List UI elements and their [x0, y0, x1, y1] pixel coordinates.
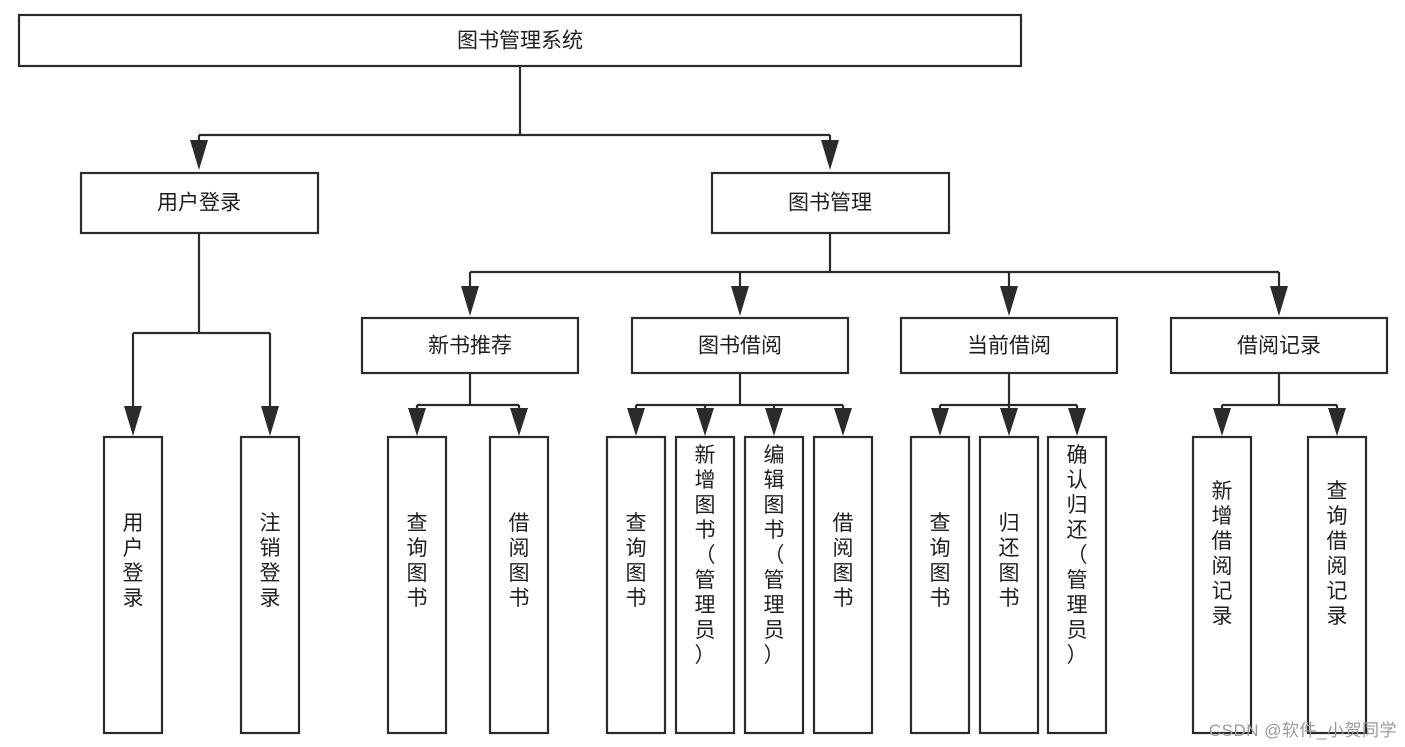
node-new-book-recommend[interactable]: 新书推荐 [360, 316, 580, 375]
node-leaf-borrow-book-2-label: 借阅图书 [833, 512, 854, 610]
node-leaf-edit-book-label: 编辑图书（管理员） [764, 444, 785, 667]
node-leaf-borrow-book-2-box[interactable] [812, 435, 874, 735]
arrow-head-icon [1068, 408, 1086, 436]
node-leaf-query-book-2[interactable]: 查询图书 [605, 435, 667, 735]
csdn-watermark: CSDN @软件_小贺同学 [1208, 721, 1397, 740]
node-leaf-edit-book-box[interactable] [743, 435, 805, 735]
node-leaf-confirm-return[interactable]: 确认归还（管理员） [1046, 435, 1108, 735]
node-book-management-box[interactable] [710, 171, 951, 235]
node-leaf-query-record-box[interactable] [1306, 435, 1368, 735]
arrow-head-icon [261, 406, 279, 436]
node-book-management[interactable]: 图书管理 [710, 171, 951, 235]
node-leaf-confirm-return-label: 确认归还（管理员） [1067, 444, 1088, 667]
connector-current-to-leaves [931, 373, 1086, 436]
node-book-borrow-box[interactable] [630, 316, 850, 375]
arrow-head-icon [1328, 408, 1346, 436]
node-leaf-add-record[interactable]: 新增借阅记录 [1191, 435, 1253, 735]
node-leaf-query-book-1[interactable]: 查询图书 [386, 435, 448, 735]
node-book-borrow[interactable]: 图书借阅 [630, 316, 850, 375]
node-leaf-add-book-label: 新增图书（管理员） [695, 444, 716, 667]
arrow-head-icon [1000, 286, 1018, 316]
arrow-head-icon [931, 408, 949, 436]
node-leaf-return-book-box[interactable] [978, 435, 1040, 735]
connector-newbook-to-leaves [408, 373, 528, 436]
node-new-book-recommend-label: 新书推荐 [428, 335, 512, 358]
arrow-head-icon [190, 140, 208, 170]
arrow-head-icon [696, 408, 714, 436]
node-leaf-query-record[interactable]: 查询借阅记录 [1306, 435, 1368, 735]
node-borrow-records-box[interactable] [1169, 316, 1389, 375]
node-leaf-logout-label: 注销登录 [260, 512, 281, 610]
connector-root-to-level2 [190, 66, 839, 170]
node-leaf-query-book-3-label: 查询图书 [930, 512, 951, 610]
node-book-management-label: 图书管理 [788, 192, 872, 215]
node-borrow-records-label: 借阅记录 [1237, 335, 1321, 358]
arrow-head-icon [408, 408, 426, 436]
node-leaf-user-login-label: 用户登录 [123, 512, 144, 610]
arrow-head-icon [834, 408, 852, 436]
node-user-login-label: 用户登录 [157, 192, 241, 215]
arrow-head-icon [510, 408, 528, 436]
arrow-head-icon [765, 408, 783, 436]
node-leaf-query-book-2-label: 查询图书 [626, 512, 647, 610]
node-user-login[interactable]: 用户登录 [79, 171, 320, 235]
node-leaf-edit-book[interactable]: 编辑图书（管理员） [743, 435, 805, 735]
node-leaf-borrow-book-2[interactable]: 借阅图书 [812, 435, 874, 735]
node-leaf-query-record-label: 查询借阅记录 [1327, 480, 1348, 628]
connector-booklogin-to-leaves [124, 233, 279, 436]
connector-bookmgmt-to-level3 [461, 233, 1288, 316]
arrow-head-icon [731, 286, 749, 316]
node-current-borrow-label: 当前借阅 [967, 335, 1051, 358]
node-current-borrow-box[interactable] [899, 316, 1119, 375]
arrow-head-icon [461, 286, 479, 316]
arrow-head-icon [1270, 286, 1288, 316]
node-leaf-add-book[interactable]: 新增图书（管理员） [674, 435, 736, 735]
arrow-head-icon [1213, 408, 1231, 436]
node-leaf-return-book[interactable]: 归还图书 [978, 435, 1040, 735]
node-leaf-logout-box[interactable] [239, 435, 301, 735]
node-leaf-query-book-2-box[interactable] [605, 435, 667, 735]
node-root[interactable]: 图书管理系统 [17, 13, 1023, 68]
node-new-book-recommend-box[interactable] [360, 316, 580, 375]
node-root-box[interactable] [17, 13, 1023, 68]
node-borrow-records[interactable]: 借阅记录 [1169, 316, 1389, 375]
node-leaf-confirm-return-box[interactable] [1046, 435, 1108, 735]
node-leaf-borrow-book-1-label: 借阅图书 [509, 512, 530, 610]
node-leaf-add-book-box[interactable] [674, 435, 736, 735]
node-leaf-add-record-box[interactable] [1191, 435, 1253, 735]
node-current-borrow[interactable]: 当前借阅 [899, 316, 1119, 375]
node-leaf-query-book-1-label: 查询图书 [407, 512, 428, 610]
node-leaf-add-record-label: 新增借阅记录 [1212, 480, 1233, 628]
arrow-head-icon [627, 408, 645, 436]
node-leaf-user-login[interactable]: 用户登录 [102, 435, 164, 735]
node-leaf-borrow-book-1[interactable]: 借阅图书 [488, 435, 550, 735]
node-root-label: 图书管理系统 [457, 30, 583, 53]
connector-records-to-leaves [1213, 373, 1346, 436]
node-leaf-borrow-book-1-box[interactable] [488, 435, 550, 735]
arrow-head-icon [1000, 408, 1018, 436]
node-leaf-query-book-1-box[interactable] [386, 435, 448, 735]
node-leaf-user-login-box[interactable] [102, 435, 164, 735]
connector-borrow-to-leaves [627, 373, 852, 436]
arrow-head-icon [124, 406, 142, 436]
node-book-borrow-label: 图书借阅 [698, 335, 782, 358]
node-leaf-query-book-3[interactable]: 查询图书 [909, 435, 971, 735]
node-leaf-return-book-label: 归还图书 [999, 512, 1020, 610]
arrow-head-icon [821, 140, 839, 170]
node-leaf-logout[interactable]: 注销登录 [239, 435, 301, 735]
node-user-login-box[interactable] [79, 171, 320, 235]
node-leaf-query-book-3-box[interactable] [909, 435, 971, 735]
